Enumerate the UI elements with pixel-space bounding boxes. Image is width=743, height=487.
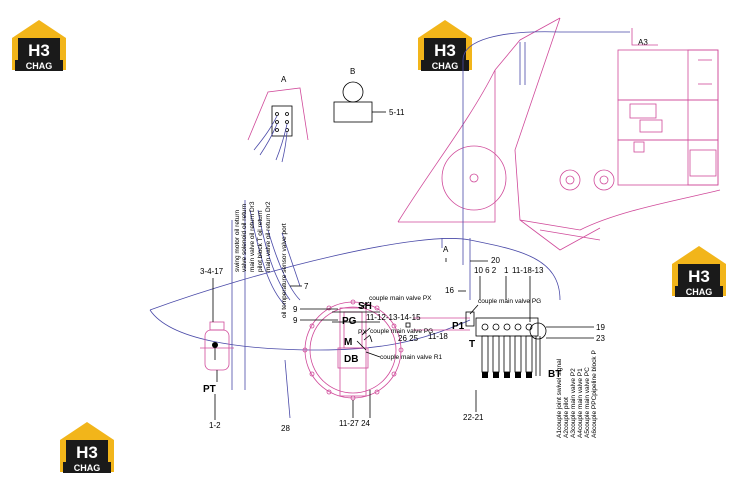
- callout-couple-px: couple main valve PX: [369, 295, 432, 302]
- label-28: 28: [281, 424, 290, 433]
- manifold-ends: [482, 372, 532, 378]
- label-20: 20: [491, 256, 500, 265]
- label-22-21: 22-21: [463, 413, 484, 422]
- label-23: 23: [596, 334, 605, 343]
- pg-label: PG: [342, 316, 357, 327]
- view-b-label: B: [350, 67, 355, 76]
- logo-subtext: CHAG: [26, 61, 53, 71]
- logo-bottom-left: H3 CHAG: [60, 422, 114, 473]
- label-1-2: 1-2: [209, 421, 221, 430]
- sh-label: SH: [358, 301, 372, 312]
- logo-right: H3 CHAG: [672, 246, 726, 297]
- logo-letters: H3: [28, 41, 50, 60]
- label-1: 1: [504, 266, 509, 275]
- label-7: 7: [304, 282, 309, 291]
- callout-couple-pg-top: couple main valve PG: [478, 298, 541, 305]
- view-a3-label: A3: [638, 38, 648, 47]
- note-solenoid-return: valve solenoid oil return: [241, 203, 248, 272]
- vertical-notes: swing motor oil return valve solenoid oi…: [234, 201, 288, 318]
- label-5-11: 5-11: [389, 108, 405, 117]
- callout-couple-r1: couple main valve R1: [380, 354, 443, 361]
- legend-a2: A2couple pilot: [563, 397, 570, 438]
- view-a-marker: A: [443, 245, 449, 254]
- bt-label: BT: [548, 369, 561, 380]
- label-3-4-17: 3-4-17: [200, 267, 224, 276]
- label-11-27-24: 11-27 24: [339, 419, 371, 428]
- callout-couple-pg: couple main valve PG: [370, 328, 433, 335]
- numbered-labels: 7 16 A 20 10 6 2 1 11-18-13 11-12-13-14-…: [304, 245, 605, 422]
- note-pilot-block-return: pilot block T oil return: [257, 210, 264, 272]
- logo-letters: H3: [76, 443, 98, 462]
- main-valve-block: A3: [559, 28, 719, 191]
- label-16: 16: [445, 286, 454, 295]
- manifold: P1 T BT: [452, 311, 561, 380]
- label-9-bottom: 9: [293, 316, 298, 325]
- px-label: PX: [358, 329, 367, 336]
- label-9-top: 9: [293, 305, 298, 314]
- manifold-ports: [481, 323, 533, 331]
- logo-top-left: H3 CHAG: [12, 20, 66, 71]
- p1-label: P1: [452, 321, 465, 332]
- detail-view-a: A: [247, 75, 309, 163]
- logo-subtext: CHAG: [432, 61, 459, 71]
- logo-letters: H3: [688, 267, 710, 286]
- label-11-12-13-14-15: 11-12-13-14-15: [366, 313, 421, 322]
- label-19: 19: [596, 323, 605, 332]
- note-main-valve-dr2: main valve oil return Dr2: [265, 201, 272, 272]
- logo-letters: H3: [434, 41, 456, 60]
- note-oil-temp-sensor: oil temperature sensor valve port: [281, 223, 288, 318]
- logo-subtext: CHAG: [74, 463, 101, 473]
- label-10-6-2: 10 6 2: [474, 266, 497, 275]
- legend-a4: A4couple main valve P1: [577, 368, 584, 438]
- db-label: DB: [344, 354, 358, 365]
- logo-top-center: H3 CHAG: [418, 20, 472, 71]
- m-label: M: [344, 337, 352, 348]
- label-26-25: 26 25: [398, 334, 419, 343]
- detail-view-b: B 5-11: [333, 67, 405, 123]
- logo-subtext: CHAG: [686, 287, 713, 297]
- legend-a1: A1couple joint swivel signal: [556, 358, 563, 438]
- callouts: couple main valve PX couple main valve P…: [359, 295, 541, 361]
- label-11-18-13: 11-18-13: [512, 266, 544, 275]
- manifold-spools: [481, 335, 533, 373]
- swing-ring: PG SH PX M DB 9 9 11-27 24 28: [281, 299, 404, 433]
- legend-a6: A6couple PPCpipeline block P: [591, 350, 598, 438]
- view-a-label: A: [281, 75, 287, 84]
- legend-a3: A3couple main valve P2: [570, 368, 577, 438]
- note-main-valve-dr3: main valve oil return Dr3: [249, 201, 256, 272]
- pump-pt: PT 1-2 3-4-17: [200, 267, 234, 430]
- machine-frame: [397, 17, 721, 251]
- t-label: T: [469, 339, 475, 350]
- legend: A1couple joint swivel signal A2couple pi…: [556, 350, 598, 438]
- pt-label: PT: [203, 384, 216, 395]
- label-11-18: 11-18: [428, 332, 448, 341]
- legend-a5: A5couple main valve PC: [584, 367, 591, 438]
- hydraulic-lines: [149, 31, 630, 419]
- note-swing-motor-return: swing motor oil return: [234, 209, 241, 272]
